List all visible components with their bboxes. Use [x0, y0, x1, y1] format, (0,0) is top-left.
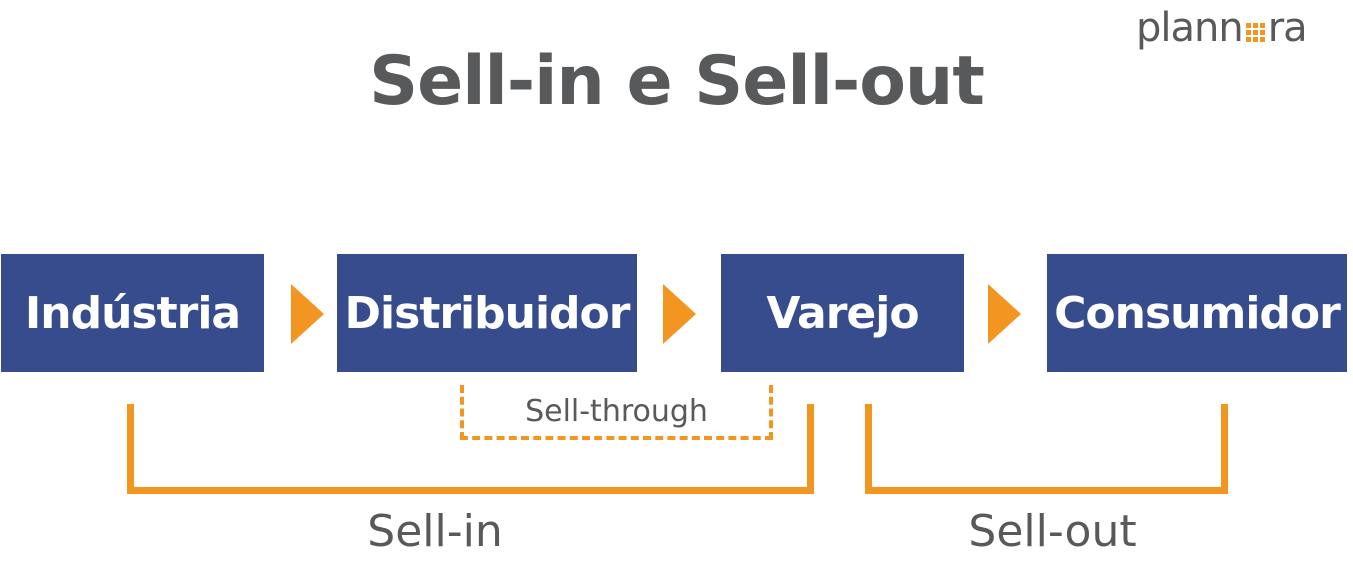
sell-through-label-wrap: Sell-through — [460, 392, 773, 432]
sell-in-label: Sell-in — [367, 506, 503, 557]
logo-dots-icon — [1245, 22, 1265, 42]
sell-out-bracket — [865, 404, 1228, 494]
stage-consumidor: Consumidor — [1047, 254, 1347, 372]
arrow-right-icon — [663, 284, 696, 344]
logo-text-end: ra — [1267, 5, 1308, 51]
diagram-title: Sell-in e Sell-out — [369, 42, 985, 121]
logo-text-start: plann — [1136, 5, 1244, 51]
sell-in-bracket — [127, 404, 814, 494]
stage-distribuidor: Distribuidor — [337, 254, 637, 372]
sell-through-label: Sell-through — [519, 394, 714, 429]
stage-industria: Indústria — [1, 254, 264, 372]
sell-through-dashed-bracket — [460, 385, 773, 440]
arrow-right-icon — [291, 284, 324, 344]
sell-out-label: Sell-out — [968, 506, 1137, 557]
stage-varejo: Varejo — [721, 254, 964, 372]
plannera-logo: plann ra — [1136, 0, 1308, 56]
arrow-right-icon — [988, 284, 1021, 344]
